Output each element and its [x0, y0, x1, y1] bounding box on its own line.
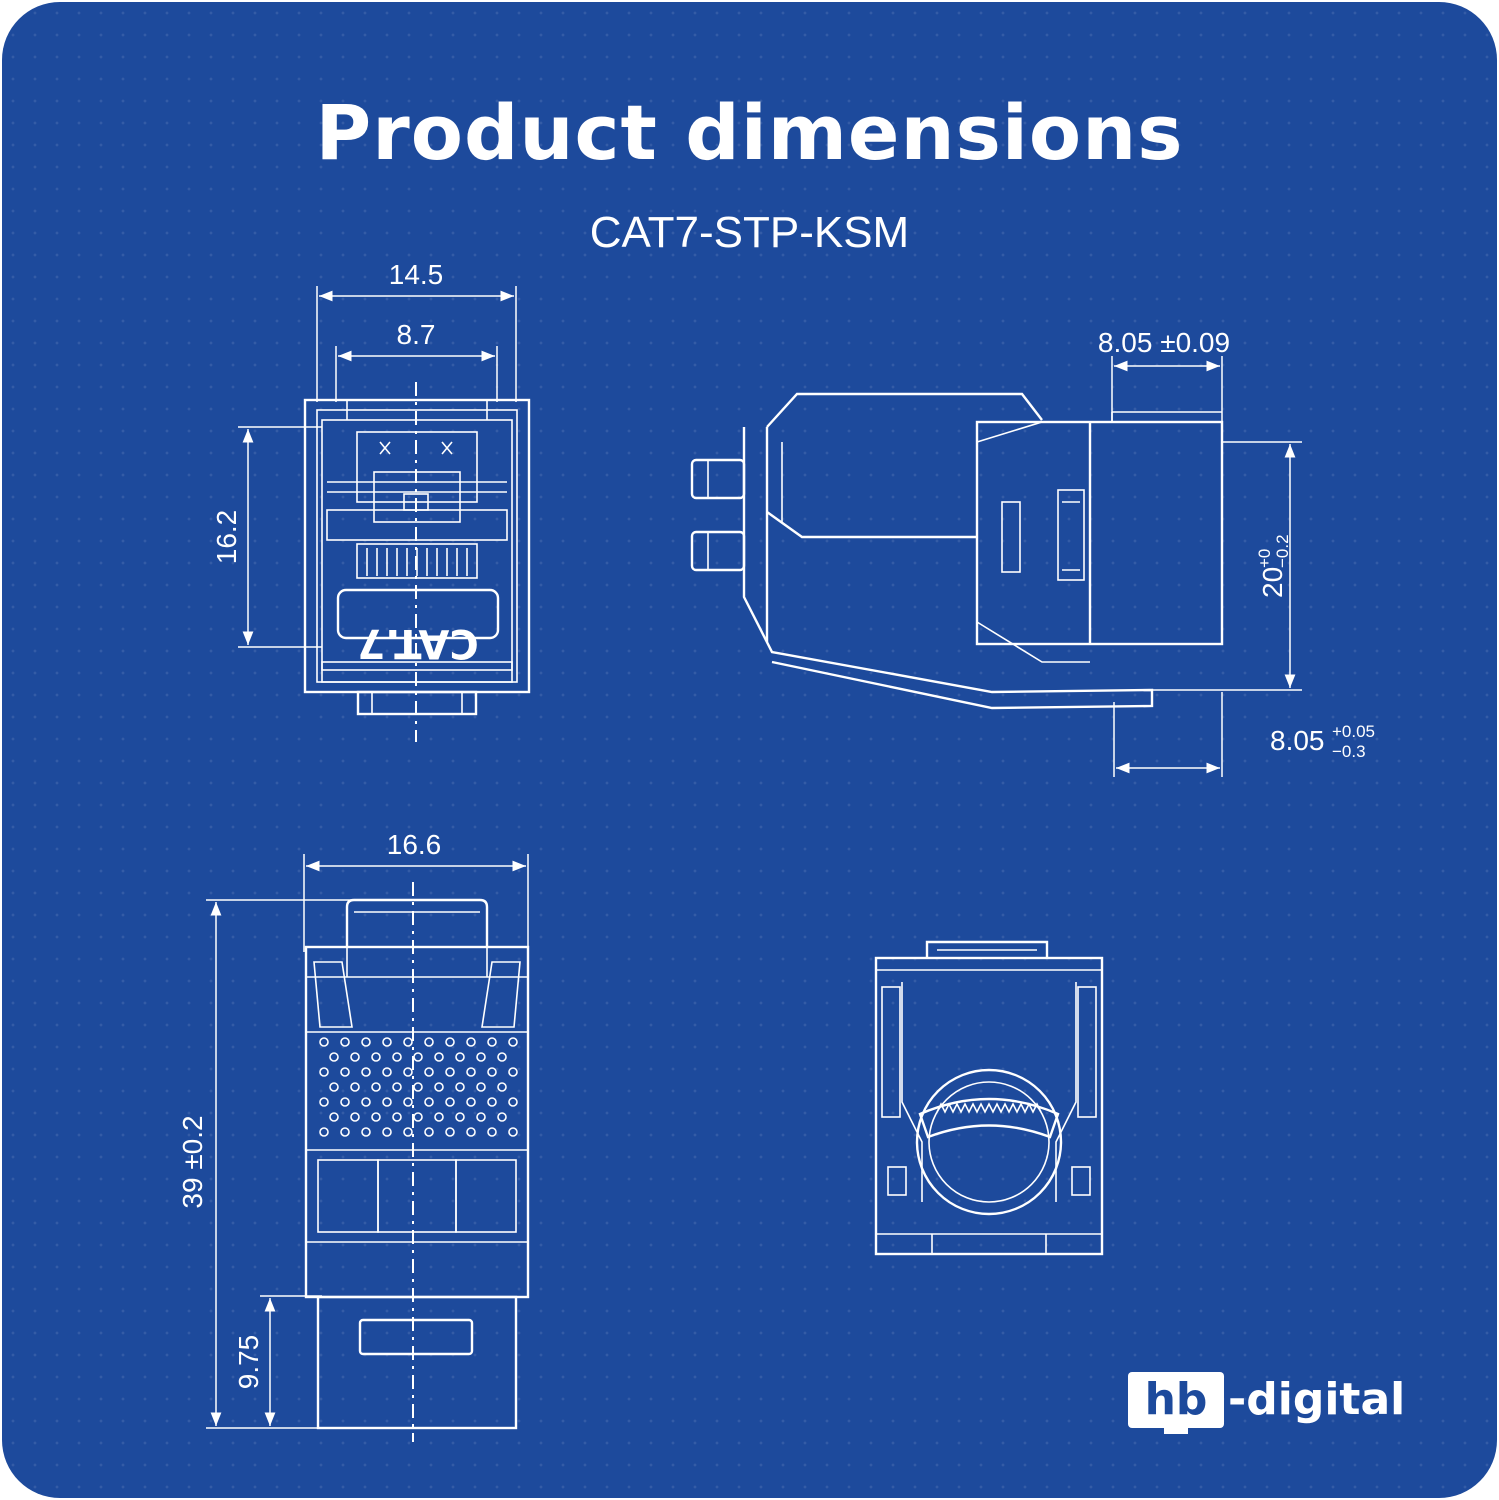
vent-dot — [424, 1097, 434, 1107]
side-bottom-tol-lower: −0.3 — [1332, 742, 1366, 761]
vent-dot — [455, 1082, 465, 1092]
vent-dot — [508, 1097, 518, 1107]
vent-dot — [340, 1097, 350, 1107]
vent-dot — [466, 1067, 476, 1077]
front-height-label: 16.2 — [211, 510, 242, 565]
bottom-length-label: 39 ±0.2 — [177, 1115, 208, 1208]
vent-dot — [466, 1127, 476, 1137]
vent-dot — [445, 1127, 455, 1137]
bottom-width-label: 16.6 — [387, 829, 442, 860]
page-title: Product dimensions — [315, 88, 1184, 177]
vent-dot — [350, 1082, 360, 1092]
side-top-dim-label: 8.05 ±0.09 — [1098, 327, 1230, 358]
side-height-label: 20 — [1257, 567, 1288, 598]
bottom-view: 16.6 39 ±0.2 9.75 — [177, 829, 530, 1442]
side-view: 8.05 ±0.09 20 +0 −0.2 8.05 +0.05 −0.3 — [690, 327, 1375, 777]
vent-dot — [487, 1067, 497, 1077]
vent-dot — [487, 1037, 497, 1047]
vent-dot — [434, 1112, 444, 1122]
vent-dot — [403, 1037, 413, 1047]
vent-dot — [476, 1112, 486, 1122]
vent-dot — [329, 1082, 339, 1092]
vent-dot — [371, 1112, 381, 1122]
vent-dot — [329, 1112, 339, 1122]
vent-dot — [403, 1067, 413, 1077]
vent-dot — [476, 1052, 486, 1062]
vent-dot — [392, 1082, 402, 1092]
vent-dot — [508, 1127, 518, 1137]
vent-dot — [340, 1037, 350, 1047]
vent-dot — [361, 1097, 371, 1107]
vent-dot — [455, 1112, 465, 1122]
vent-dot — [319, 1067, 329, 1077]
logo-hb-text: hb — [1144, 1374, 1208, 1425]
vent-dot — [476, 1082, 486, 1092]
vent-dot — [466, 1097, 476, 1107]
vent-dot — [392, 1052, 402, 1062]
vent-dot — [445, 1037, 455, 1047]
vent-dot — [319, 1037, 329, 1047]
vent-dot — [508, 1037, 518, 1047]
vent-dot — [413, 1082, 423, 1092]
vent-dot — [434, 1082, 444, 1092]
vent-dot — [350, 1052, 360, 1062]
vent-dot — [382, 1127, 392, 1137]
vent-dot — [350, 1112, 360, 1122]
vent-dot — [445, 1067, 455, 1077]
front-view: 14.5 8.7 16.2 — [211, 259, 531, 742]
front-width-outer-label: 14.5 — [389, 259, 444, 290]
vent-dot — [466, 1037, 476, 1047]
side-height-tol-upper: +0 — [1255, 549, 1274, 568]
vent-dot — [340, 1067, 350, 1077]
side-bottom-tol-upper: +0.05 — [1332, 722, 1375, 741]
vent-dot — [361, 1127, 371, 1137]
vent-dot — [319, 1127, 329, 1137]
vent-dot — [424, 1127, 434, 1137]
vent-dot — [497, 1112, 507, 1122]
logo-box — [1128, 1372, 1224, 1428]
vent-dot — [403, 1097, 413, 1107]
vent-dot — [382, 1037, 392, 1047]
front-width-inner-label: 8.7 — [397, 319, 436, 350]
vent-dot — [487, 1127, 497, 1137]
vent-dot — [392, 1112, 402, 1122]
vent-dot — [413, 1112, 423, 1122]
vent-dot — [424, 1067, 434, 1077]
vent-dot — [371, 1082, 381, 1092]
vent-dot — [497, 1052, 507, 1062]
vent-dot — [319, 1097, 329, 1107]
vent-dot — [371, 1052, 381, 1062]
vent-dot-grid — [319, 1037, 518, 1137]
logo-stand — [1164, 1428, 1188, 1434]
side-height-tol-lower: −0.2 — [1273, 534, 1292, 568]
vent-dot — [455, 1052, 465, 1062]
vent-dot — [361, 1067, 371, 1077]
vent-dot — [487, 1097, 497, 1107]
rear-view — [874, 940, 1104, 1256]
vent-dot — [329, 1052, 339, 1062]
model-subtitle: CAT7-STP-KSM — [589, 208, 910, 257]
bottom-tail-label: 9.75 — [233, 1335, 264, 1390]
vent-dot — [445, 1097, 455, 1107]
vent-dot — [497, 1082, 507, 1092]
vent-dot — [382, 1097, 392, 1107]
vent-dot — [424, 1037, 434, 1047]
vent-dot — [413, 1052, 423, 1062]
cat7-label: CAT.7 — [357, 620, 478, 666]
vent-dot — [361, 1037, 371, 1047]
logo-text: -digital — [1228, 1374, 1406, 1425]
vent-dot — [403, 1127, 413, 1137]
vent-dot — [434, 1052, 444, 1062]
side-bottom-dim-label: 8.05 — [1270, 725, 1325, 756]
vent-dot — [508, 1067, 518, 1077]
vent-dot — [382, 1067, 392, 1077]
vent-dot — [340, 1127, 350, 1137]
